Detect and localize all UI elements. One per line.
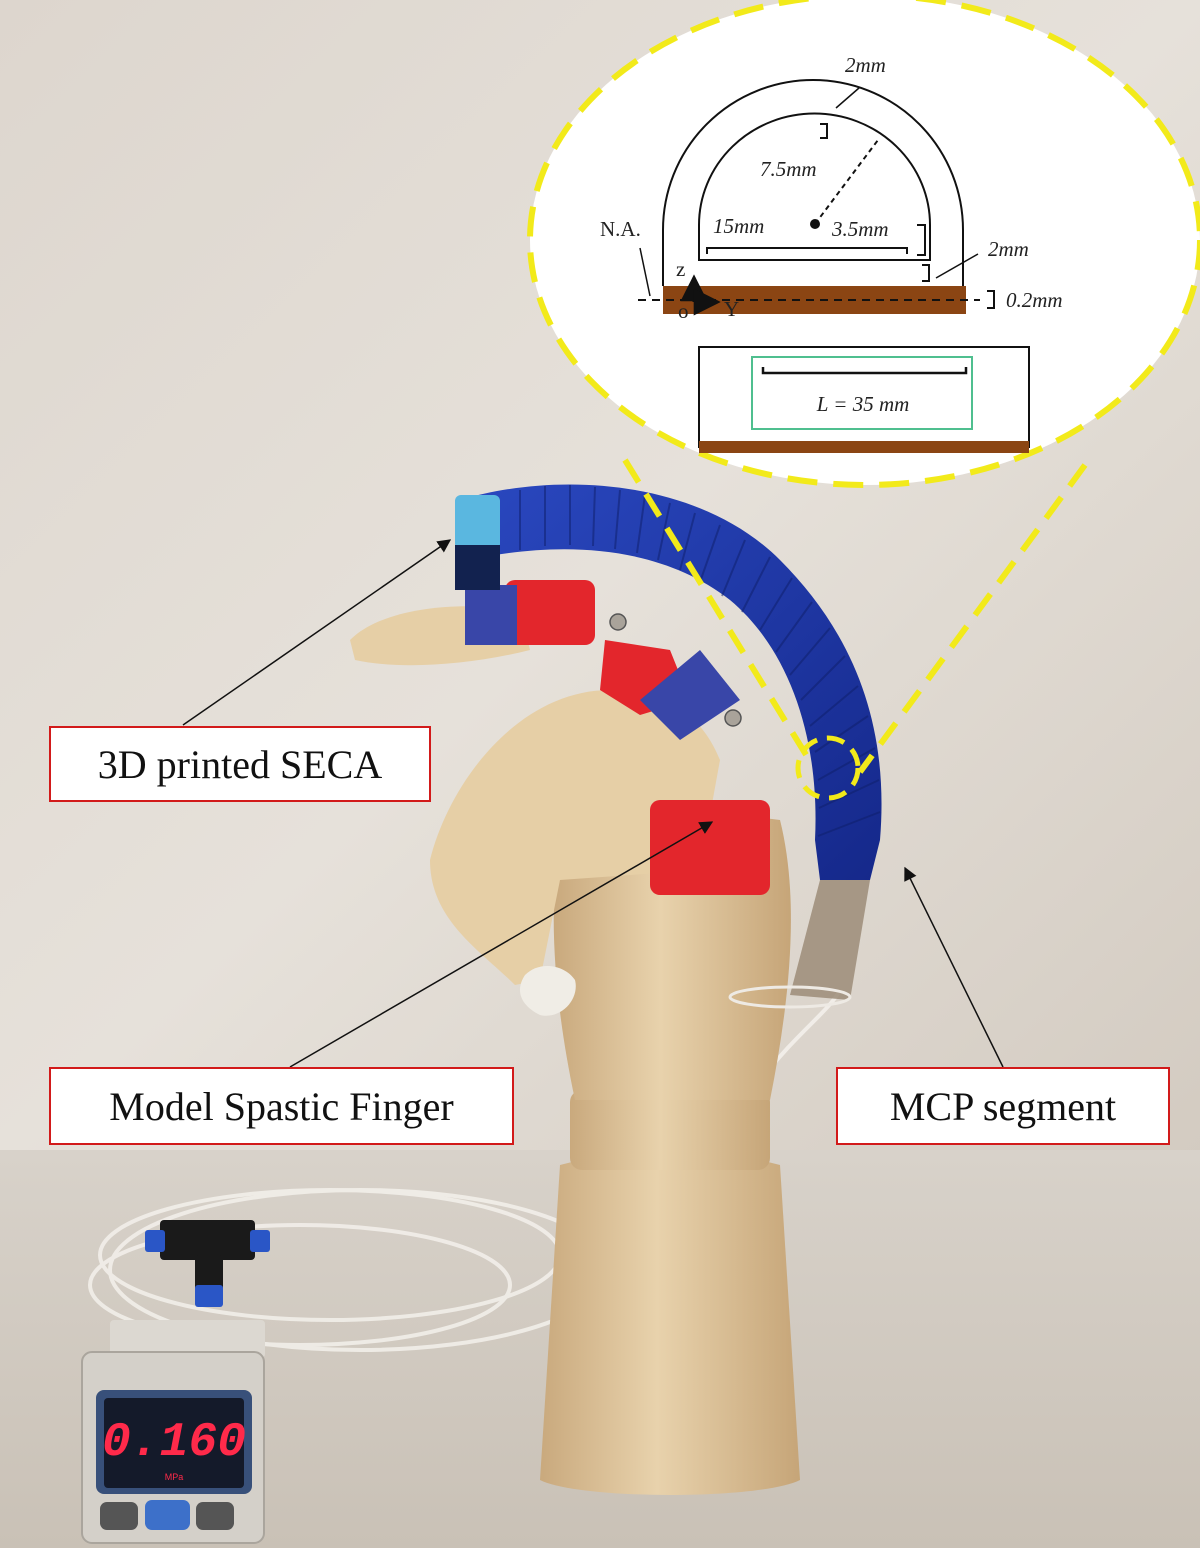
cross-section-diagram <box>662 79 964 286</box>
arrow-mcp-segment <box>904 866 1004 1068</box>
actuator-ribs <box>519 485 881 837</box>
inset-bubble <box>527 0 1200 488</box>
length-bracket <box>761 367 968 375</box>
top-wall-label: 2mm <box>845 53 886 77</box>
length-label: L = 35 mm <box>816 392 910 416</box>
origin-label: o <box>678 299 689 323</box>
layer-thickness-label: 0.2mm <box>1006 288 1063 312</box>
layer-bracket <box>987 290 995 309</box>
putty-blob <box>520 965 576 1016</box>
actuator-cap-dark <box>455 545 500 590</box>
side-view-box <box>698 346 1030 448</box>
callout-focus-circle <box>795 735 861 801</box>
callout-line-right <box>857 463 1088 774</box>
mcp-tube-segment <box>790 880 870 1000</box>
side-view-layer <box>699 441 1029 453</box>
height-bracket <box>917 224 926 256</box>
arrow-seca <box>182 539 452 726</box>
height-label: 3.5mm <box>831 217 889 241</box>
gauge-button-set[interactable] <box>145 1500 190 1530</box>
radius-label: 7.5mm <box>760 157 817 181</box>
gauge-button-right[interactable] <box>196 1502 234 1530</box>
seca-actuator <box>460 484 882 880</box>
label-spastic-finger: Model Spastic Finger <box>49 1067 514 1145</box>
red-sleeve-proximal <box>650 800 770 895</box>
label-mcp-segment: MCP segment <box>836 1067 1170 1145</box>
neutral-axis-label: N.A. <box>600 217 641 241</box>
gauge-reading: 0.160 <box>102 1416 246 1470</box>
top-wall-leader <box>835 87 860 109</box>
gauge-button-left[interactable] <box>100 1502 138 1530</box>
top-wall-bracket <box>820 123 828 139</box>
callout-line-left <box>622 458 811 760</box>
na-leader <box>639 247 651 297</box>
bottom-wall-leader <box>935 253 979 279</box>
length-highlight-box <box>751 356 973 430</box>
axis-z-label: z <box>676 257 685 281</box>
bottom-wall-bracket <box>922 264 930 282</box>
bottom-wall-label: 2mm <box>988 237 1029 261</box>
arrow-spastic-finger <box>289 821 714 1068</box>
pressure-gauge <box>81 1220 270 1544</box>
screw-icon <box>724 709 742 727</box>
curled-fingers <box>430 690 720 985</box>
tube-ring <box>728 985 852 1009</box>
axis-y-label: Y <box>724 297 739 321</box>
velcro-strap-middle <box>640 650 740 740</box>
velcro-strap-distal <box>465 585 517 645</box>
wooden-wrist <box>570 1090 770 1170</box>
center-point <box>810 219 820 229</box>
width-label: 15mm <box>713 214 764 238</box>
gauge-unit: MPa <box>165 1472 184 1482</box>
screw-icon <box>609 613 627 631</box>
red-sleeve-distal <box>505 580 595 645</box>
wooden-stand <box>540 1160 800 1495</box>
width-bracket <box>706 247 908 254</box>
label-seca: 3D printed SECA <box>49 726 431 802</box>
actuator-cap-cyan <box>455 495 500 550</box>
